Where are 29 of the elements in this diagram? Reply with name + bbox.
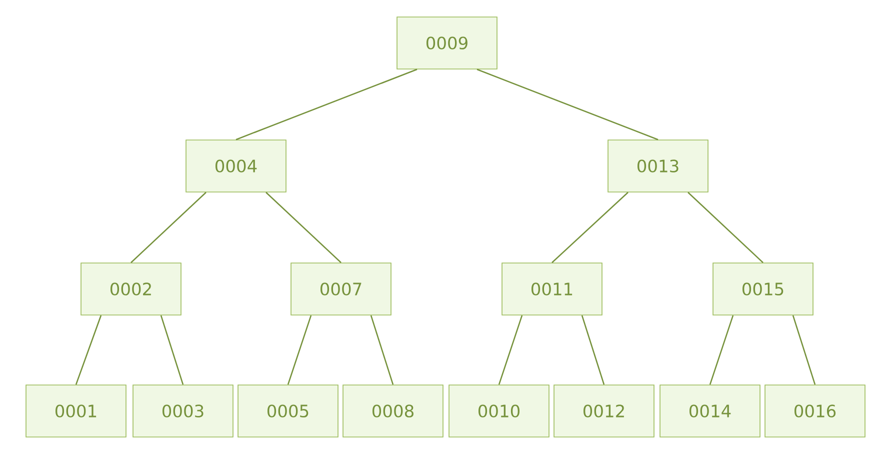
connector-line — [287, 315, 312, 385]
connector-line — [792, 315, 816, 385]
connector-line — [370, 315, 394, 385]
tree-node-box: 0011 — [502, 262, 602, 316]
connector-line — [130, 192, 206, 264]
tree-node-box: 0009 — [396, 16, 498, 70]
connector-line — [236, 68, 418, 140]
tree-node-box: 0001 — [26, 384, 126, 438]
tree-node-box: 0002 — [80, 262, 182, 316]
tree-node-box: 0013 — [608, 140, 708, 192]
tree-node-box: 0003 — [132, 384, 234, 438]
connector-line — [498, 315, 523, 385]
tree-node-box: 0007 — [290, 262, 392, 316]
connector-line — [581, 315, 605, 385]
connector-line — [266, 192, 342, 264]
connector-line — [476, 68, 658, 140]
connector-line — [160, 315, 184, 385]
tree-node-box: 0014 — [660, 384, 760, 438]
tree-node-box: 0012 — [554, 384, 654, 438]
connector-line — [688, 192, 764, 264]
connector-line — [552, 192, 628, 264]
connector-line — [709, 315, 734, 385]
tree-node-box: 0008 — [342, 384, 444, 438]
connector-line — [75, 315, 102, 385]
tree-node-box: 0016 — [764, 384, 866, 438]
tree-node-box: 0004 — [186, 140, 286, 192]
tree-node-box: 0015 — [712, 262, 814, 316]
tree-node-box: 0005 — [238, 384, 338, 438]
tree-node-box: 0010 — [448, 384, 550, 438]
